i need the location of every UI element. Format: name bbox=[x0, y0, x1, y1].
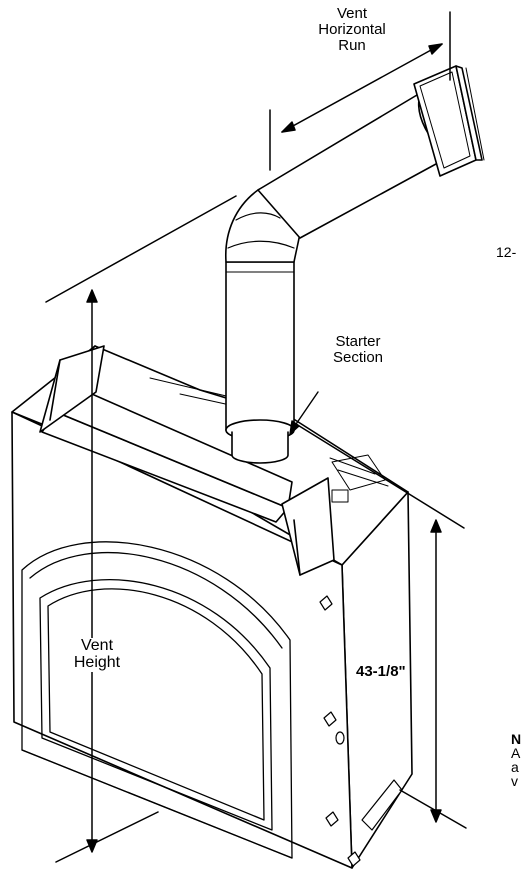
door-glass-panel bbox=[39, 579, 273, 831]
side-details bbox=[319, 595, 403, 867]
label-vent-height: Vent Height bbox=[62, 637, 132, 672]
label-vent-horizontal-run-line1: Vent bbox=[336, 5, 368, 22]
starter-section-collar bbox=[231, 431, 289, 464]
side-knob bbox=[335, 731, 345, 745]
door-glass-inner bbox=[47, 588, 265, 821]
label-vent-height-line2: Height bbox=[73, 653, 121, 671]
label-vent-horizontal-run-line2: Horizontal bbox=[318, 20, 386, 38]
label-starter-section: Starter Section bbox=[318, 334, 398, 366]
right-standoff-bracket bbox=[281, 477, 335, 576]
label-vent-height-line1: Vent bbox=[80, 637, 114, 654]
label-starter-section-line2: Section bbox=[332, 348, 384, 366]
label-vent-horizontal-run: Vent Horizontal Run bbox=[302, 6, 402, 53]
door-outer-arch bbox=[21, 541, 293, 859]
starter-section-leader bbox=[289, 391, 319, 435]
label-starter-section-line1: Starter bbox=[335, 333, 381, 350]
vertical-vent-pipe bbox=[225, 261, 295, 441]
door-middle-arch bbox=[29, 551, 283, 649]
left-standoff-bracket bbox=[39, 345, 105, 433]
partial-note-line3: v bbox=[511, 773, 518, 789]
bottom-side-tab bbox=[361, 779, 403, 831]
label-vent-horizontal-run-line3: Run bbox=[338, 36, 366, 54]
top-access-plate bbox=[331, 489, 349, 503]
label-dimension-43-1-8: 43-1/8" bbox=[356, 663, 406, 680]
dimension-vent-height bbox=[45, 195, 237, 863]
partial-note-line1: A bbox=[511, 745, 521, 761]
partial-note: N A a v bbox=[511, 732, 526, 792]
partial-number-12: 12- bbox=[496, 244, 517, 260]
dimension-43-1-8 bbox=[295, 423, 467, 829]
front-door-frame bbox=[21, 541, 293, 859]
dimension-vent-horizontal-run bbox=[269, 11, 451, 171]
partial-note-heading: N bbox=[511, 732, 522, 747]
fireplace-front-face bbox=[11, 411, 353, 869]
vent-termination-cap bbox=[413, 65, 485, 177]
partial-note-line2: a bbox=[511, 759, 519, 775]
